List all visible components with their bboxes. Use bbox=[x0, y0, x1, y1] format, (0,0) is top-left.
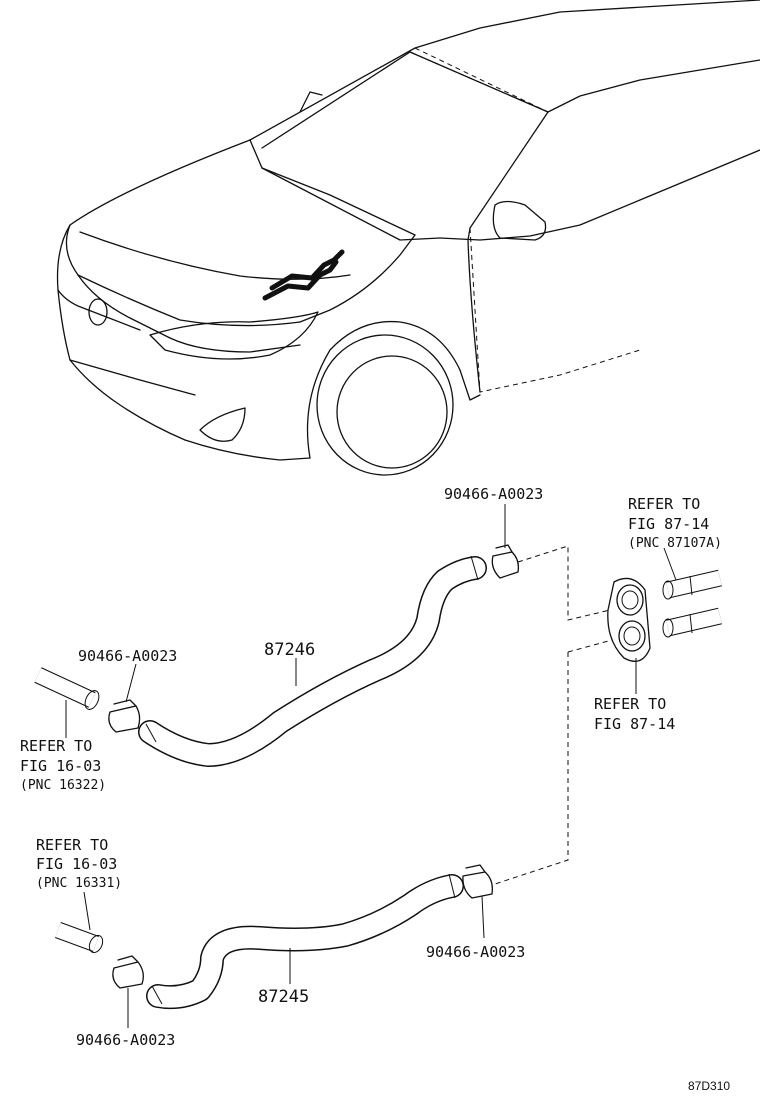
labels: 90466-A0023 REFER TO FIG 87-14 (PNC 8710… bbox=[20, 485, 730, 1093]
clamp-right-lower bbox=[462, 864, 493, 899]
label-clip-left-upper: 90466-A0023 bbox=[78, 647, 177, 665]
hose-87245 bbox=[146, 873, 464, 1010]
clamp-left-upper bbox=[108, 699, 141, 733]
label-refer-right-bottom-2: FIG 87-14 bbox=[594, 715, 675, 733]
label-refer-left-upper-3: (PNC 16322) bbox=[20, 778, 106, 793]
car-illustration bbox=[56, 0, 760, 476]
pipe-left-upper bbox=[34, 667, 100, 710]
label-hose-87245: 87245 bbox=[258, 987, 309, 1007]
label-refer-left-upper-2: FIG 16-03 bbox=[20, 757, 101, 775]
label-refer-left-lower-3: (PNC 16331) bbox=[36, 876, 122, 891]
label-hose-87246: 87246 bbox=[264, 640, 315, 660]
label-refer-left-lower-1: REFER TO bbox=[36, 836, 108, 854]
label-refer-right-top-1: REFER TO bbox=[628, 495, 700, 513]
label-clip-left-lower: 90466-A0023 bbox=[76, 1031, 175, 1049]
connection-lines bbox=[491, 545, 613, 886]
label-clip-top: 90466-A0023 bbox=[444, 485, 543, 503]
label-refer-left-upper-1: REFER TO bbox=[20, 737, 92, 755]
leader-lines bbox=[65, 504, 677, 1028]
hose-87246 bbox=[138, 555, 487, 767]
clamp-top bbox=[491, 544, 520, 579]
label-refer-right-top-3: (PNC 87107A) bbox=[628, 536, 722, 551]
label-refer-left-lower-2: FIG 16-03 bbox=[36, 855, 117, 873]
label-refer-right-bottom-1: REFER TO bbox=[594, 695, 666, 713]
clamp-left-lower bbox=[112, 955, 144, 989]
pipe-left-lower bbox=[55, 922, 104, 954]
figure-code: 87D310 bbox=[688, 1079, 730, 1093]
label-refer-right-top-2: FIG 87-14 bbox=[628, 515, 709, 533]
connector-right bbox=[607, 569, 722, 662]
label-clip-right-lower: 90466-A0023 bbox=[426, 943, 525, 961]
